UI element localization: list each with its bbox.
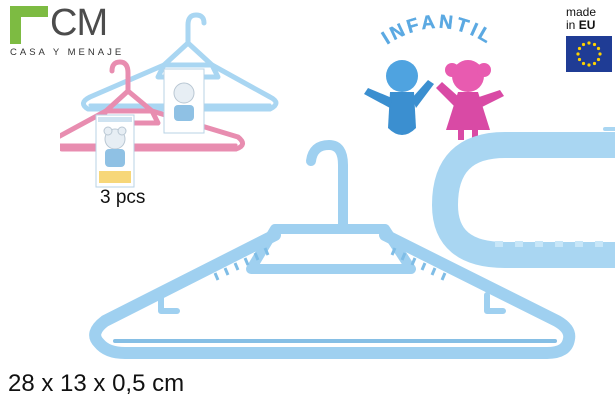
dimensions-label: 28 x 13 x 0,5 cm [8,370,185,397]
hanger-detail-zoom [432,127,615,268]
hanger-set-photo [60,12,279,188]
package-label-card-back [163,68,205,134]
brand-logo: CM CASA Y MENAJE [10,2,195,58]
infantil-title: INFANTIL [378,11,494,49]
boy-figure-icon [364,60,434,135]
hanger-neck-frame [246,224,416,274]
quantity-label: 3 pcs [100,187,146,208]
brand-name: CM [50,2,108,44]
cm-logo-icon [10,6,48,44]
hanger-body [89,229,576,359]
infantil-badge: INFANTIL [364,11,504,140]
hanger-large-photo [89,127,615,359]
hanger-hook [306,140,348,230]
made-in-eu-badge: made in EU [566,6,612,72]
made-in-eu-text: made in EU [566,5,597,32]
package-label-card [95,114,135,188]
eu-flag-icon [566,36,612,72]
girl-figure-icon [436,60,504,140]
brand-tagline: CASA Y MENAJE [10,47,125,58]
svg-text:INFANTIL: INFANTIL [378,12,497,50]
